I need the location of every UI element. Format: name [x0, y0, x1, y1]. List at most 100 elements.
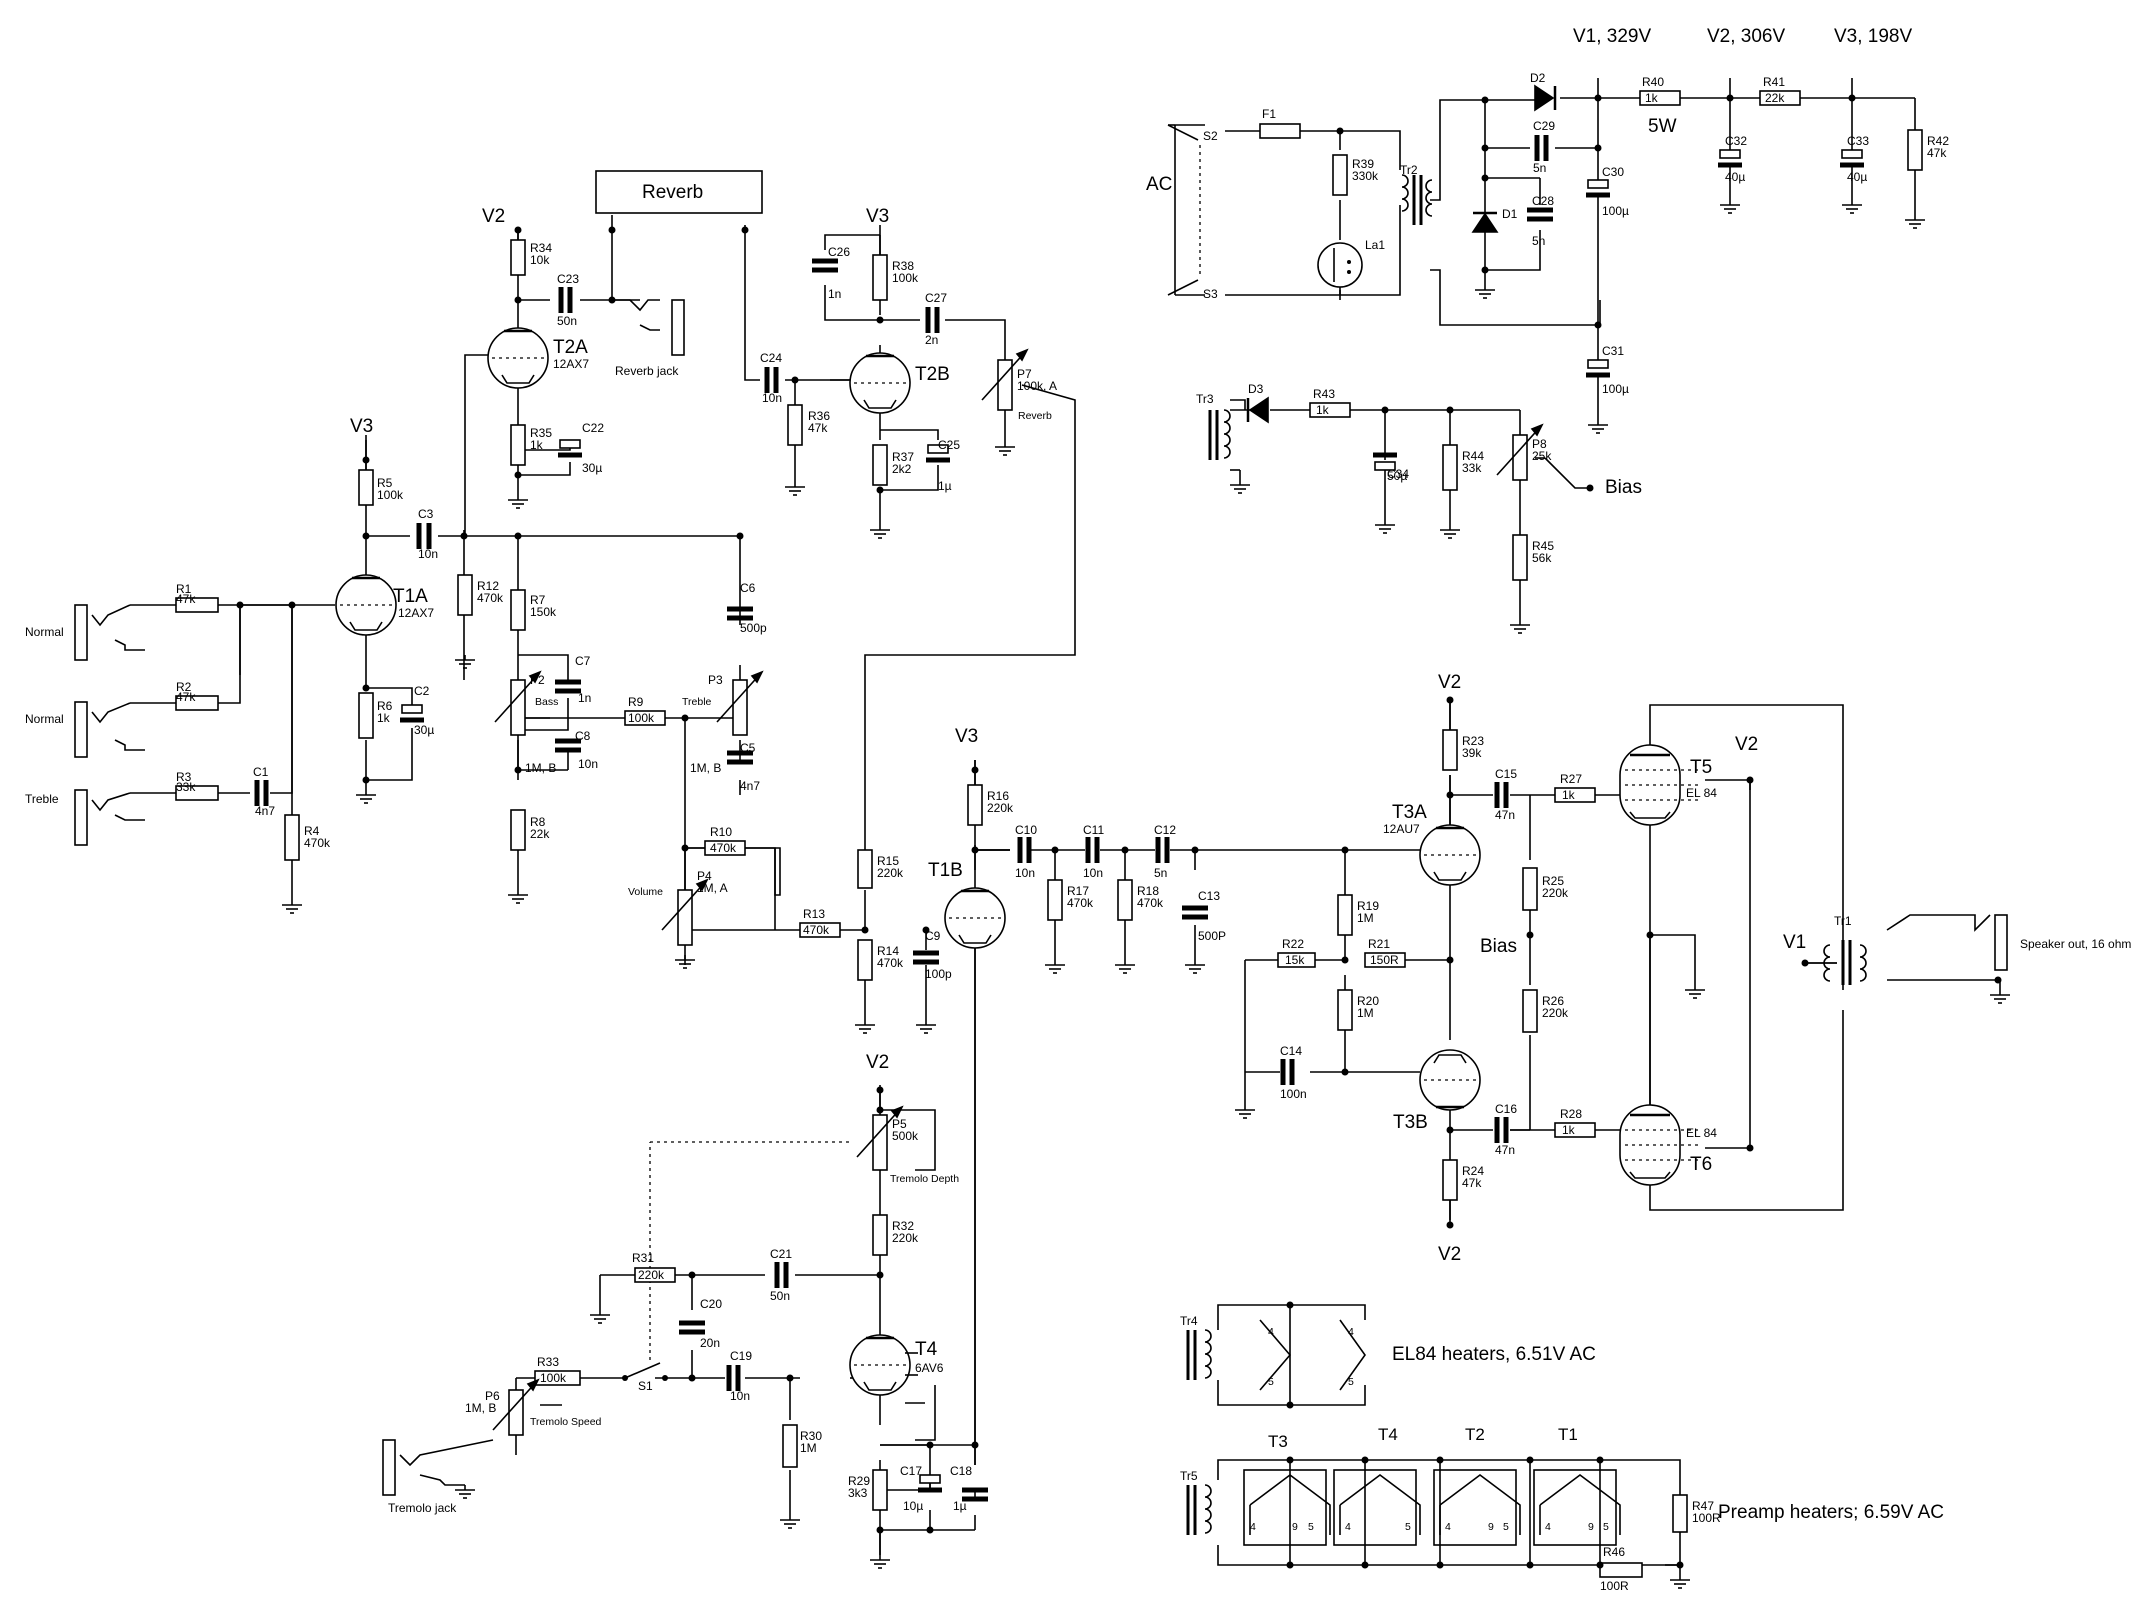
r8 [510, 809, 526, 851]
ref-c24: C24 [760, 351, 782, 365]
r12 [457, 574, 473, 616]
misc-components [595, 123, 1363, 1379]
value-r5: 100k [377, 488, 404, 502]
c16 [1494, 1117, 1509, 1143]
c14 [1280, 1059, 1295, 1085]
value-r42: 47k [1927, 146, 1947, 160]
label-t3a: T3A [1392, 802, 1427, 823]
label-s1: S1 [638, 1379, 653, 1393]
r32 [872, 1214, 888, 1256]
value-r38: 100k [892, 271, 919, 285]
value-r40: 1k [1645, 91, 1659, 105]
value-r36: 47k [808, 421, 828, 435]
ref-c27: C27 [925, 291, 947, 305]
ref-c14: C14 [1280, 1044, 1302, 1058]
value-c30: 100µ [1602, 204, 1629, 218]
ref-r12: R12 [477, 579, 499, 593]
value-r28: 1k [1562, 1123, 1576, 1137]
ref-c13: C13 [1198, 889, 1220, 903]
value-r17: 470k [1067, 896, 1094, 910]
value-r34: 10k [530, 253, 550, 267]
ref-c7: C7 [575, 654, 591, 668]
ref-c2: C2 [414, 684, 430, 698]
tr2 [1401, 174, 1433, 225]
label-bias: Bias [1605, 477, 1642, 498]
r24 [1442, 1159, 1458, 1201]
value-r10: 470k [710, 841, 737, 855]
jack-normal-1 [74, 604, 145, 661]
ref-r45: R45 [1532, 539, 1554, 553]
label-t6: T6 [1690, 1154, 1712, 1175]
ref-r13: R13 [803, 907, 825, 921]
value-r22: 15k [1285, 953, 1305, 967]
svg-text:5: 5 [1308, 1521, 1314, 1533]
ref-r30: R30 [800, 1429, 822, 1443]
ref-c17: C17 [900, 1464, 922, 1478]
ref-p6: P6 [485, 1389, 500, 1403]
tube-t6 [1619, 1104, 1700, 1186]
label-v2-t5: V2 [1735, 734, 1758, 755]
reverb-box [595, 170, 763, 214]
label-normal-1: Normal [25, 625, 64, 639]
ref-c15: C15 [1495, 767, 1517, 781]
c13 [1182, 905, 1208, 920]
label-t5: T5 [1690, 757, 1712, 778]
value-c31: 100µ [1602, 382, 1629, 396]
value-r45: 56k [1532, 551, 1552, 565]
label-el84-heaters: EL84 heaters, 6.51V AC [1392, 1344, 1596, 1365]
value-p7: 100k, A [1017, 379, 1057, 393]
value-c25: 1µ [938, 479, 952, 493]
svg-text:5: 5 [1503, 1521, 1509, 1533]
text-labels: V1, 329V V2, 306V V3, 198V V2 V3 V3 V3 V… [25, 26, 2131, 1533]
label-v2-t3a: V2 [1438, 672, 1461, 693]
c34 [1373, 452, 1397, 471]
value-r6: 1k [377, 711, 391, 725]
r2 [175, 695, 219, 711]
value-r35: 1k [530, 438, 544, 452]
ref-r46: R46 [1603, 1545, 1625, 1559]
c11 [1085, 837, 1100, 863]
value-p3: 1M, B [690, 761, 721, 775]
label-t4-type: 6AV6 [915, 1361, 944, 1375]
capacitors [254, 135, 1864, 1502]
value-p2: 1M, B [525, 761, 556, 775]
ref-r8: R8 [530, 815, 546, 829]
diodes [1246, 84, 1557, 424]
value-r29: 3k3 [848, 1486, 868, 1500]
ref-d2: D2 [1530, 71, 1546, 85]
label-reverb-box: Reverb [642, 182, 703, 203]
p7 [997, 359, 1013, 411]
value-p5: 500k [892, 1129, 919, 1143]
r40 [1639, 90, 1681, 106]
c10 [1017, 837, 1032, 863]
transformers [1186, 174, 1867, 1535]
value-c11: 10n [1083, 866, 1103, 880]
c28 [1527, 207, 1553, 222]
c5 [727, 750, 753, 765]
ref-r1: R1 [176, 582, 192, 596]
label-reverb-jack: Reverb jack [615, 364, 679, 378]
ref-c33: C33 [1847, 134, 1869, 148]
value-c14: 100n [1280, 1087, 1307, 1101]
r20 [1337, 989, 1353, 1031]
r42 [1907, 129, 1923, 171]
label-heater-t1: T1 [1558, 1425, 1578, 1444]
ref-tr5: Tr5 [1180, 1469, 1198, 1483]
r21 [1364, 952, 1406, 968]
label-normal-2: Normal [25, 712, 64, 726]
tube-t4 [849, 1334, 918, 1396]
label-t2b: T2B [915, 364, 950, 385]
r18 [1117, 879, 1133, 921]
label-t2a: T2A [553, 337, 588, 358]
ref-r40: R40 [1642, 75, 1664, 89]
ref-r21: R21 [1368, 937, 1390, 951]
label-heater-t4: T4 [1378, 1425, 1398, 1444]
value-c10: 10n [1015, 866, 1035, 880]
ref-c9: C9 [925, 929, 941, 943]
ref-p3: P3 [708, 673, 723, 687]
label-speaker-out: Speaker out, 16 ohm [2020, 937, 2131, 951]
value-r19: 1M [1357, 911, 1374, 925]
value-c9: 100p [925, 967, 952, 981]
ref-c6: C6 [740, 581, 756, 595]
value-c5: 4n7 [740, 779, 760, 793]
